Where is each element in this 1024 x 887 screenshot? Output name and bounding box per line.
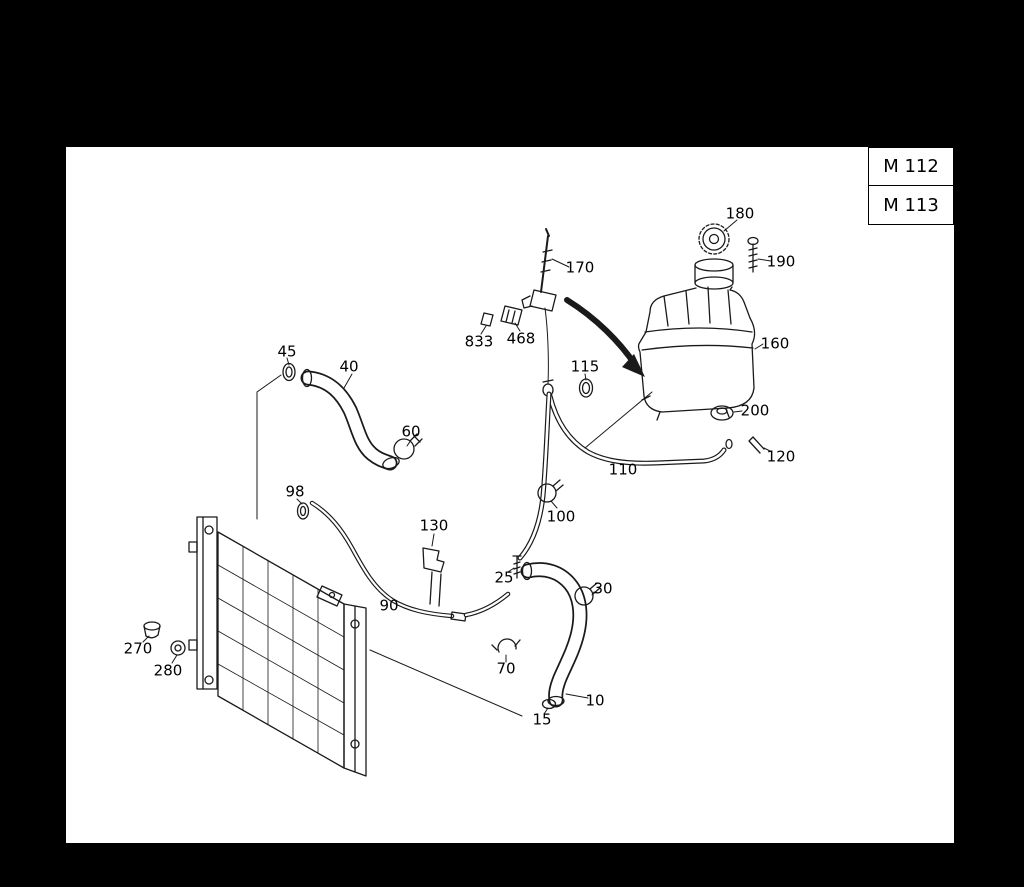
part-callout-25[interactable]: 25 xyxy=(494,568,514,587)
part-callout-180[interactable]: 180 xyxy=(725,204,755,223)
part-callout-40[interactable]: 40 xyxy=(339,357,359,376)
part-callout-160[interactable]: 160 xyxy=(760,334,790,353)
part-callout-45[interactable]: 45 xyxy=(277,342,297,361)
part-callout-115[interactable]: 115 xyxy=(570,357,600,376)
part-callout-110[interactable]: 110 xyxy=(608,460,638,479)
part-callout-270[interactable]: 270 xyxy=(123,639,153,658)
engine-code-table: M 112 M 113 xyxy=(868,147,954,225)
part-callout-130[interactable]: 130 xyxy=(419,516,449,535)
part-callout-60[interactable]: 60 xyxy=(401,422,421,441)
part-callout-90[interactable]: 90 xyxy=(379,596,399,615)
part-callout-200[interactable]: 200 xyxy=(740,401,770,420)
part-callout-30[interactable]: 30 xyxy=(593,579,613,598)
part-callout-10[interactable]: 10 xyxy=(585,691,605,710)
diagram-panel: M 112 M 113 xyxy=(65,146,955,844)
part-callout-120[interactable]: 120 xyxy=(766,447,796,466)
engine-code-m112[interactable]: M 112 xyxy=(868,147,954,186)
part-callout-70[interactable]: 70 xyxy=(496,659,516,678)
part-callout-468[interactable]: 468 xyxy=(506,329,536,348)
part-callout-280[interactable]: 280 xyxy=(153,661,183,680)
part-callout-190[interactable]: 190 xyxy=(766,252,796,271)
part-callout-833[interactable]: 833 xyxy=(464,332,494,351)
engine-code-m113[interactable]: M 113 xyxy=(868,186,954,225)
part-callout-170[interactable]: 170 xyxy=(565,258,595,277)
part-callout-15[interactable]: 15 xyxy=(532,710,552,729)
part-callout-100[interactable]: 100 xyxy=(546,507,576,526)
part-callout-98[interactable]: 98 xyxy=(285,482,305,501)
